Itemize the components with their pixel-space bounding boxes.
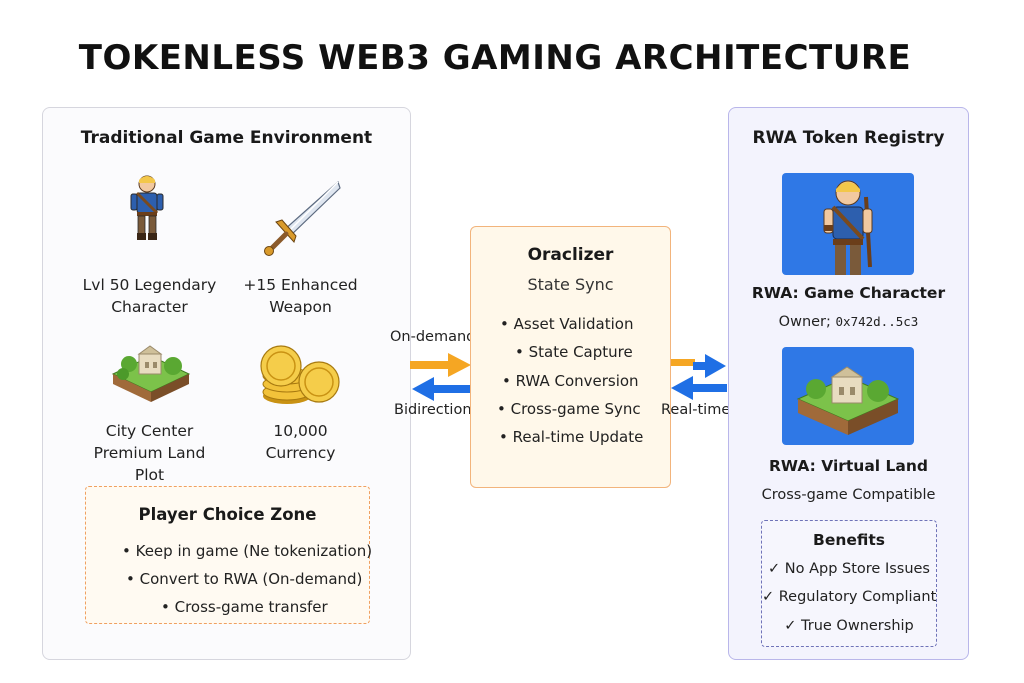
oraclizer-subtitle: State Sync [527, 275, 614, 294]
choice-item-transfer: • Cross-game transfer [161, 598, 328, 616]
on-demand-label: On-demand [390, 329, 476, 345]
character-asset-label: Lvl 50 Legendary Character [82, 276, 217, 316]
orange-right-arrow-icon [410, 353, 471, 377]
gold-coins-icon [260, 345, 340, 404]
benefit-item-app-store: ✓ No App Store Issues [767, 561, 930, 577]
traditional-game-panel: Traditional Game Environment Lvl 50 Lege… [42, 107, 411, 660]
oraclizer-title: Oraclizer [527, 245, 614, 265]
currency-asset-label: 10,000 Currency [265, 422, 336, 462]
oraclizer-item-realtime: • Real-time Update [499, 428, 644, 446]
rwa-registry-title: RWA Token Registry [752, 128, 945, 148]
rwa-character-owner: Owner; 0x742d..5c3 [778, 314, 919, 330]
sword-icon [264, 180, 341, 256]
hero-character-icon [823, 180, 873, 275]
traditional-game-title: Traditional Game Environment [80, 128, 373, 148]
player-choice-title: Player Choice Zone [138, 505, 317, 524]
rwa-land-card [782, 347, 914, 445]
oraclizer-item-conversion: • RWA Conversion [502, 372, 639, 390]
oraclizer-item-cross-game: • Cross-game Sync [497, 400, 641, 418]
bidirectional-label: Bidirectional [394, 402, 485, 418]
rwa-land-title: RWA: Virtual Land [769, 457, 928, 475]
land-asset-label: City Center Premium Land Plot [93, 422, 206, 484]
orange-blue-right-arrow-icon [671, 354, 726, 378]
oraclizer-item-validation: • Asset Validation [500, 315, 634, 333]
choice-item-keep: • Keep in game (Ne tokenization) [122, 542, 373, 560]
land-plot-icon [796, 366, 900, 435]
rwa-character-title: RWA: Game Character [751, 284, 946, 302]
blue-left-arrow-right-icon [671, 376, 727, 400]
weapon-asset-label: +15 Enhanced Weapon [243, 276, 358, 316]
owner-address: 0x742d..5c3 [835, 314, 919, 329]
player-choice-zone: Player Choice Zone • Keep in game (Ne to… [85, 486, 373, 624]
choice-item-convert: • Convert to RWA (On-demand) [126, 570, 363, 588]
benefit-item-ownership: ✓ True Ownership [784, 618, 914, 634]
real-time-label: Real-time [661, 402, 731, 418]
rwa-character-card [782, 173, 914, 275]
rwa-registry-panel: RWA Token Registry RWA: Game Character O… [728, 107, 969, 660]
benefits-box: Benefits ✓ No App Store Issues ✓ Regulat… [761, 520, 937, 647]
diagram-title: TOKENLESS WEB3 GAMING ARCHITECTURE [78, 38, 912, 78]
rwa-land-subtitle: Cross-game Compatible [761, 487, 936, 503]
blue-left-arrow-icon [412, 377, 472, 401]
benefit-item-regulatory: ✓ Regulatory Compliant [762, 589, 937, 605]
oraclizer-item-capture: • State Capture [515, 343, 633, 361]
benefits-title: Benefits [813, 531, 885, 549]
land-plot-icon [111, 345, 191, 402]
hero-character-icon [130, 175, 164, 240]
oraclizer-panel: Oraclizer State Sync • Asset Validation … [470, 226, 671, 488]
